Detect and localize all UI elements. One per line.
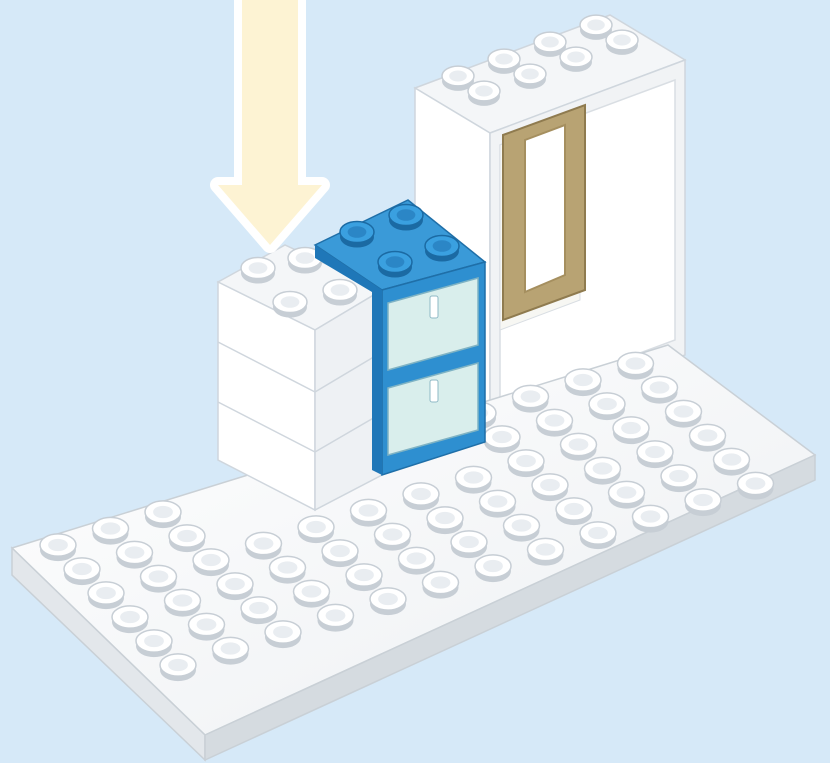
stud <box>423 571 459 598</box>
stud <box>589 393 625 420</box>
stud <box>475 555 511 582</box>
stud <box>265 621 301 648</box>
stud <box>456 466 492 493</box>
stud <box>246 532 282 559</box>
stud <box>322 540 358 567</box>
stud <box>298 516 334 543</box>
stud <box>468 81 500 106</box>
stud <box>88 582 124 609</box>
stud <box>351 499 387 526</box>
stud <box>633 505 669 532</box>
stud <box>403 483 439 510</box>
white-brick-stack <box>218 245 382 510</box>
stud <box>346 564 382 591</box>
stud <box>513 385 549 412</box>
stud <box>93 517 129 544</box>
stud <box>213 637 249 664</box>
stud <box>273 291 307 317</box>
stud <box>690 424 726 451</box>
stud <box>556 498 592 525</box>
stud <box>217 573 253 600</box>
stud <box>425 235 459 261</box>
stud <box>613 417 649 444</box>
stud <box>661 465 697 492</box>
door <box>503 105 585 320</box>
stud <box>618 352 654 379</box>
stud <box>606 30 638 55</box>
stud <box>318 604 354 631</box>
stud <box>642 376 678 403</box>
stud <box>160 654 196 681</box>
stud <box>169 525 205 552</box>
stud <box>112 606 148 633</box>
stud <box>389 204 423 230</box>
stud <box>241 257 275 283</box>
stud <box>580 522 616 549</box>
stud <box>340 221 374 247</box>
stud <box>537 409 573 436</box>
stud <box>399 547 435 574</box>
stud <box>514 64 546 89</box>
stud <box>480 490 516 517</box>
stud <box>609 481 645 508</box>
stud <box>451 531 487 558</box>
stud <box>375 523 411 550</box>
stud <box>508 450 544 477</box>
down-arrow-icon <box>218 0 322 245</box>
stud <box>136 630 172 657</box>
stud <box>560 47 592 72</box>
stud <box>145 501 181 528</box>
stud <box>370 588 406 615</box>
stud <box>528 538 564 565</box>
stud <box>294 580 330 607</box>
stud <box>585 457 621 484</box>
stud <box>40 534 76 561</box>
stud <box>165 589 201 616</box>
stud <box>427 507 463 534</box>
stud <box>685 489 721 516</box>
stud <box>241 597 277 624</box>
drawer-handle-icon <box>430 380 438 402</box>
stud <box>504 514 540 541</box>
stud <box>64 558 100 585</box>
stud <box>484 426 520 453</box>
stud <box>738 472 774 499</box>
stud <box>117 541 153 568</box>
stud <box>141 565 177 592</box>
stud <box>565 369 601 396</box>
stud <box>189 613 225 640</box>
stud <box>714 448 750 475</box>
stud <box>193 549 229 576</box>
stud <box>532 474 568 501</box>
stud <box>637 441 673 468</box>
stud <box>378 251 412 277</box>
stud <box>666 400 702 427</box>
stud <box>323 279 357 305</box>
stud <box>270 556 306 583</box>
drawer-handle-icon <box>430 296 438 318</box>
stud <box>561 433 597 460</box>
